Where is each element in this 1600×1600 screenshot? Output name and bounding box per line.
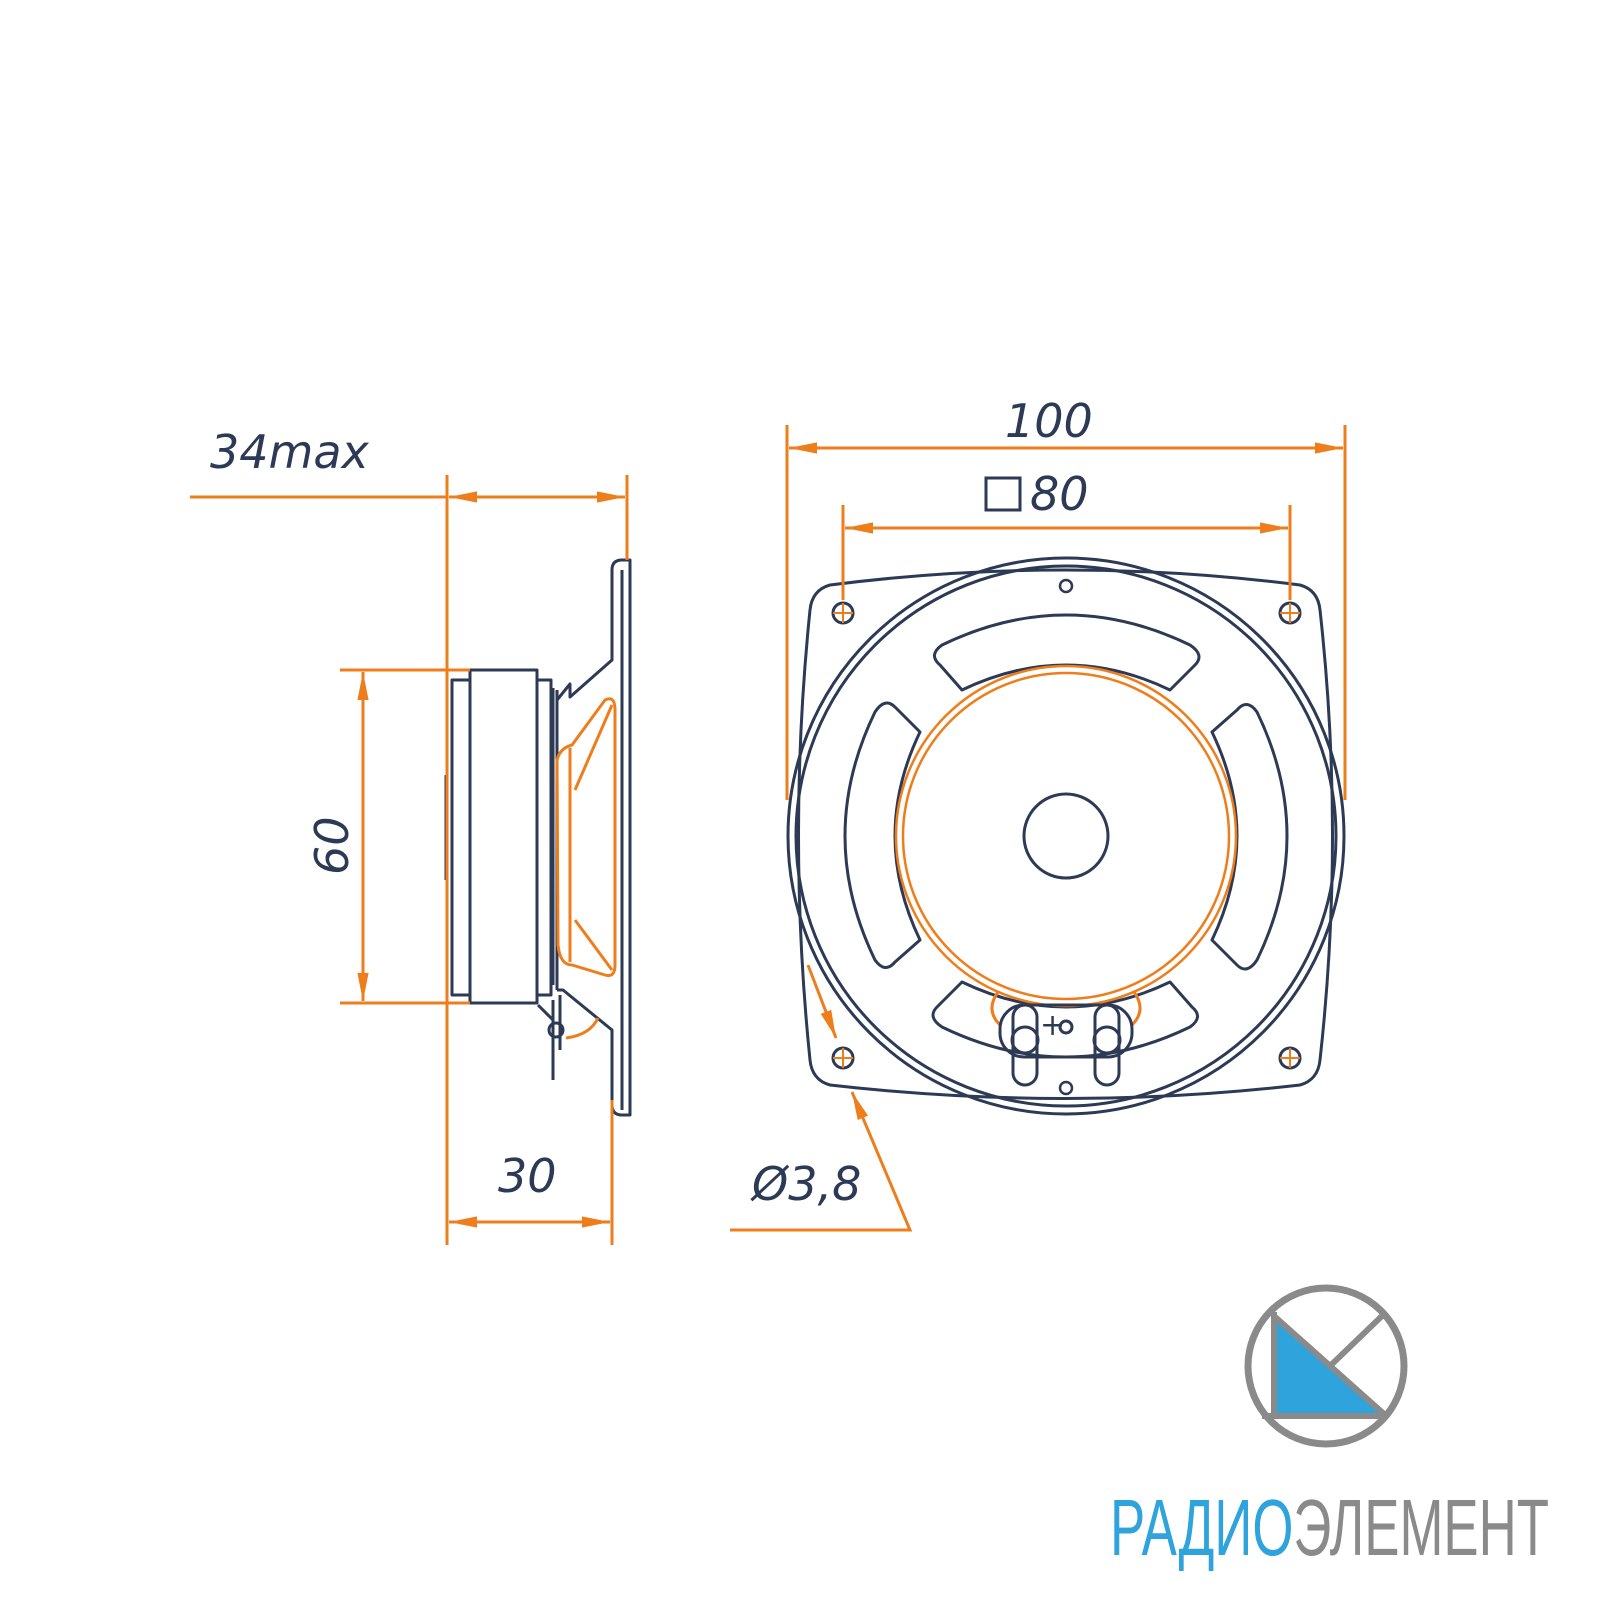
dim-34max-label: 34max	[210, 425, 370, 479]
dim-100-label: 100	[1005, 394, 1093, 448]
dim-80-label: 80	[1030, 467, 1089, 521]
frame-plate	[797, 568, 1334, 1100]
basket-rim	[786, 556, 1346, 1116]
chassis	[555, 558, 632, 1117]
mounting-holes	[831, 578, 1302, 1096]
brand-logo: РАДИОЭЛЕМЕНТ	[1110, 1284, 1549, 1573]
logo-text-element: ЭЛЕМЕНТ	[1293, 1484, 1549, 1573]
dim-60-label: 60	[305, 816, 359, 875]
dim-30-label: 30	[498, 1149, 557, 1203]
square-symbol-icon	[984, 476, 1022, 512]
front-plate	[535, 678, 553, 997]
cone-side	[555, 697, 617, 977]
cone	[901, 671, 1231, 1001]
dust-cap	[1022, 792, 1110, 880]
front-view: +	[786, 556, 1346, 1116]
side-view	[444, 558, 632, 1117]
logo-wordmark: РАДИОЭЛЕМЕНТ	[1110, 1484, 1549, 1573]
dimensions: 100 80 34max 60 30 Ø3,8	[190, 394, 1347, 1245]
terminals: +	[990, 991, 1142, 1087]
back-plate	[450, 678, 472, 997]
magnet	[468, 668, 539, 1005]
logo-text-radio: РАДИО	[1110, 1484, 1293, 1573]
dim-hole-label: Ø3,8	[750, 1157, 861, 1211]
